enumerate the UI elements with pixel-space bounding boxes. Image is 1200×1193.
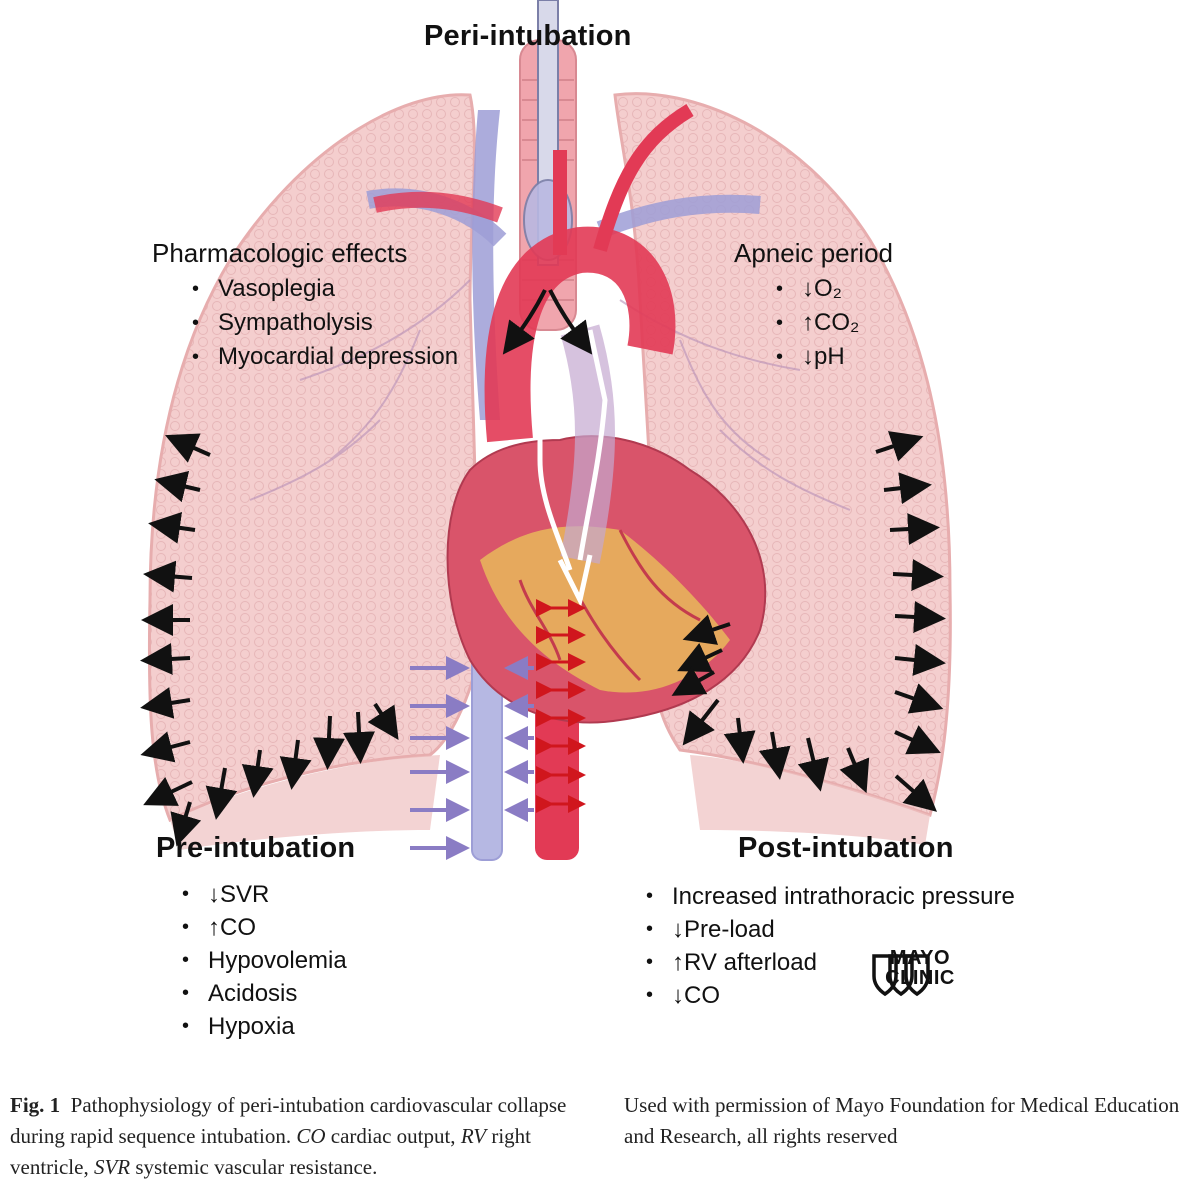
- tube-arrow-right: [548, 289, 593, 355]
- abbr-svr: SVR: [93, 1155, 131, 1179]
- list-item: ↓Pre-load: [646, 913, 1015, 946]
- list-item: ↓CO: [646, 979, 1015, 1012]
- figure-label: Fig. 1: [10, 1093, 61, 1117]
- pre-intubation-heading: Pre-intubation: [156, 832, 356, 864]
- list-item: Myocardial depression: [192, 340, 458, 374]
- black-arrows-heart: [671, 614, 731, 696]
- pharmacologic-heading: Pharmacologic effects: [152, 238, 408, 268]
- mayo-shields-icon: [872, 954, 930, 997]
- list-item: Vasoplegia: [192, 272, 373, 306]
- list-item: ↑RV afterload: [646, 946, 1015, 979]
- abbr-co: CO: [296, 1124, 326, 1148]
- pre-intubation-list: ↓SVR ↑CO Hypovolemia Acidosis Hypoxia: [182, 878, 347, 1043]
- post-intubation-heading: Post-intubation: [738, 832, 954, 864]
- logo-line-2: CLINIC: [885, 967, 955, 989]
- black-arrows-left-diaphragm: [170, 702, 399, 847]
- list-item: Acidosis: [182, 977, 347, 1010]
- mayo-clinic-logo: MAYO CLINIC: [870, 948, 970, 997]
- rv-definition: right ventricle,: [10, 1124, 532, 1179]
- black-arrows-right-wall: [875, 431, 946, 812]
- apneic-list: ↓O₂ ↑CO₂ ↓pH: [776, 272, 859, 374]
- list-item: Hypovolemia: [182, 944, 347, 977]
- peri-intubation-title: Peri-intubation: [424, 20, 632, 52]
- abbr-rv: RV: [460, 1124, 487, 1148]
- caption-text: Pathophysiology of peri-intubation cardi…: [10, 1093, 567, 1148]
- list-item: ↓SVR: [182, 878, 347, 911]
- black-arrows-right-diaphragm: [682, 698, 870, 794]
- purple-arrows-left: [410, 656, 470, 860]
- figure-panel: Peri-intubation Pharmacologic effects Va…: [0, 0, 1200, 1060]
- list-item: ↓O₂: [776, 272, 859, 306]
- figure-caption-left: Fig. 1 Pathophysiology of peri-intubatio…: [10, 1090, 570, 1183]
- list-item: Increased intrathoracic pressure: [646, 880, 1015, 913]
- black-arrows-left-wall: [140, 433, 211, 806]
- red-arrows: [536, 599, 586, 813]
- purple-arrows-right: [504, 656, 534, 822]
- post-intubation-list: Increased intrathoracic pressure ↓Pre-lo…: [646, 880, 1015, 1012]
- anatomy-illustration: [140, 0, 952, 861]
- list-item: ↑CO₂: [776, 306, 859, 340]
- pharmacologic-list: Vasoplegia Sympatholysis Myocardial depr…: [192, 272, 458, 374]
- tube-arrow-left: [502, 289, 547, 355]
- apneic-heading: Apneic period: [734, 238, 893, 268]
- co-definition: cardiac output,: [330, 1124, 456, 1148]
- svr-definition: systemic vascular resistance.: [135, 1155, 378, 1179]
- list-item: Hypoxia: [182, 1010, 347, 1043]
- list-item: ↑CO: [182, 911, 347, 944]
- list-item: Sympatholysis: [192, 306, 373, 340]
- list-item: ↓pH: [776, 340, 859, 374]
- figure-caption-right: Used with permission of Mayo Foundation …: [624, 1093, 1180, 1148]
